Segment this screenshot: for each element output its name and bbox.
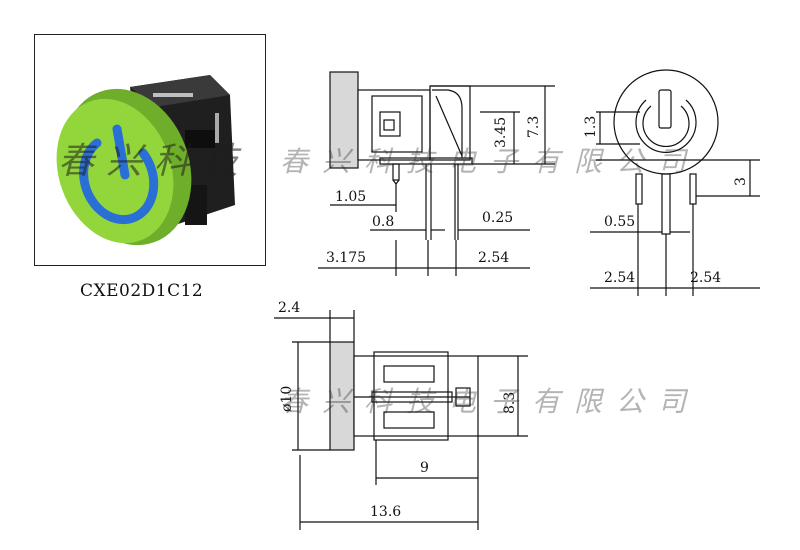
front-cap-circle <box>613 69 719 175</box>
front-power-ring-inner <box>642 105 690 148</box>
side-view <box>318 71 555 276</box>
housing-slot <box>185 130 215 148</box>
product-render <box>56 75 235 246</box>
front-pin-left <box>635 173 643 205</box>
front-view <box>590 69 760 296</box>
dim-9: 9 <box>420 460 429 476</box>
metal-pin-side <box>215 113 219 143</box>
dim-3-175: 3.175 <box>326 250 366 266</box>
side-spring <box>432 89 463 158</box>
side-diagonal <box>435 95 463 157</box>
dim-dia-10: ø10 <box>279 386 295 412</box>
top-shaft-core <box>371 391 453 403</box>
dim-3-45: 3.45 <box>493 117 509 148</box>
front-power-ring <box>635 99 697 153</box>
top-body-slot-upper <box>383 365 435 383</box>
dim-1-3: 1.3 <box>583 116 599 138</box>
housing-leg <box>185 185 207 225</box>
model-number: CXE02D1C12 <box>80 281 204 301</box>
dim-front-2-54-right: 2.54 <box>690 270 721 286</box>
side-body-inner <box>371 95 423 153</box>
dim-0-25: 0.25 <box>482 210 513 226</box>
top-cap <box>329 341 355 451</box>
top-body <box>353 355 479 437</box>
dim-0-8: 0.8 <box>372 214 394 230</box>
power-icon-ring <box>79 138 159 225</box>
front-power-bar <box>658 89 672 129</box>
housing-top-face <box>130 75 230 107</box>
side-body-detail <box>379 111 401 137</box>
dim-2-4: 2.4 <box>278 300 300 316</box>
top-body-slot-lower <box>383 411 435 429</box>
top-view <box>274 310 528 530</box>
side-pin-1 <box>392 163 400 181</box>
front-pin-center <box>661 173 671 235</box>
side-body-knob <box>383 119 395 131</box>
front-pin-right <box>689 173 697 205</box>
dim-8-3: 8.3 <box>502 392 518 414</box>
side-pin-1-tip <box>392 179 400 185</box>
dim-2-54: 2.54 <box>478 250 509 266</box>
dim-7-3: 7.3 <box>526 116 542 138</box>
dim-13-6: 13.6 <box>370 504 401 520</box>
product-photo-frame <box>34 34 266 266</box>
dim-1-05: 1.05 <box>335 189 366 205</box>
dim-3: 3 <box>733 177 749 186</box>
power-icon-bar <box>112 124 130 180</box>
dim-0-55: 0.55 <box>604 214 635 230</box>
side-cap <box>329 71 359 169</box>
dim-front-2-54-left: 2.54 <box>604 270 635 286</box>
top-body-inner <box>373 351 449 441</box>
top-tab-right <box>455 387 471 407</box>
metal-pin-top <box>153 93 193 97</box>
